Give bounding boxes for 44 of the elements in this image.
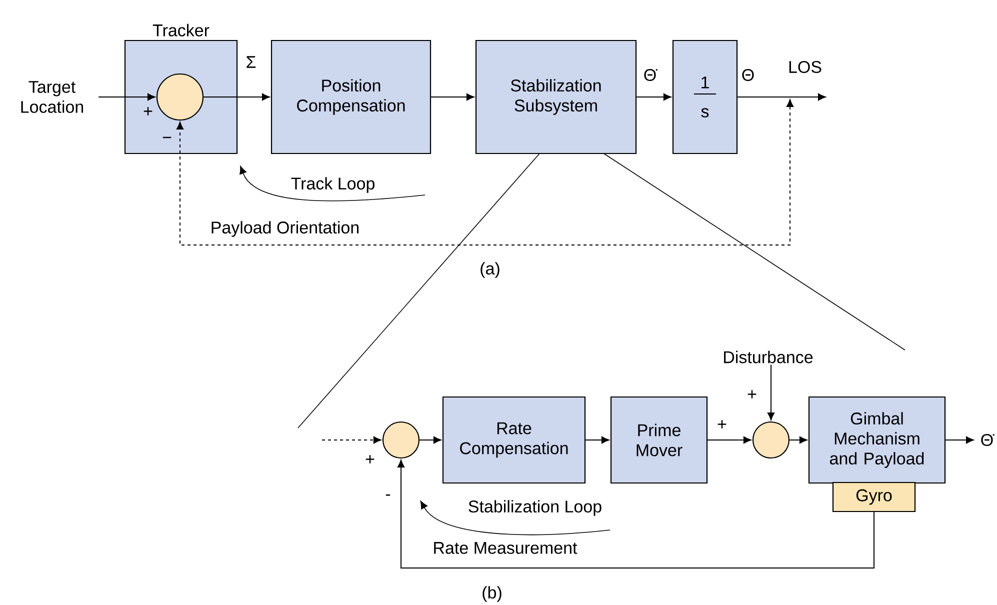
edge-label: Rate Measurement (432, 541, 578, 555)
sign: + (748, 390, 756, 398)
arrow (585, 436, 610, 444)
loop-label: Track Loop (291, 177, 374, 193)
arrow (419, 436, 442, 444)
loop-label: Stabilization Loop (468, 500, 602, 516)
edge-label: Payload Orientation (209, 220, 361, 238)
arrow (636, 93, 672, 101)
sum-sign: Σ (246, 56, 256, 68)
arrow (767, 364, 775, 420)
panel-label: (b) (482, 586, 502, 602)
edge-label: Θ̇ (979, 432, 995, 448)
sign: + (718, 420, 726, 428)
edge-label: Θ̇ (642, 68, 658, 82)
node-label: Tracker (152, 24, 210, 36)
sign: + (366, 455, 374, 464)
arrow (737, 93, 826, 101)
arrow (789, 436, 808, 444)
arrow (397, 460, 874, 568)
gyro-box: Gyro (832, 482, 916, 512)
arrow (322, 436, 382, 444)
block-box: Prime Mover (610, 396, 708, 484)
arrow (203, 93, 270, 101)
block-box: Stabilization Subsystem (475, 40, 637, 154)
block-box: Gimbal Mechanism and Payload (808, 396, 946, 484)
block-box: Position Compensation (270, 40, 432, 154)
input-label: Disturbance (724, 350, 813, 364)
input-label: Target Location (21, 81, 84, 113)
summing-junction (382, 421, 420, 459)
summing-junction (156, 73, 204, 121)
sign: − (162, 136, 172, 138)
sign: - (386, 494, 390, 496)
panel-label: (a) (480, 262, 500, 278)
arrow (176, 99, 794, 246)
arrow (430, 93, 474, 101)
arrow (707, 436, 752, 444)
arrow (945, 436, 974, 444)
block-box: Rate Compensation (442, 396, 586, 484)
output-label: LOS (789, 60, 822, 74)
summing-junction (752, 421, 790, 459)
edge-label: Θ (740, 68, 756, 82)
arrow (98, 93, 156, 101)
sign: + (144, 107, 152, 116)
integrator-box: 1 s (672, 40, 738, 154)
